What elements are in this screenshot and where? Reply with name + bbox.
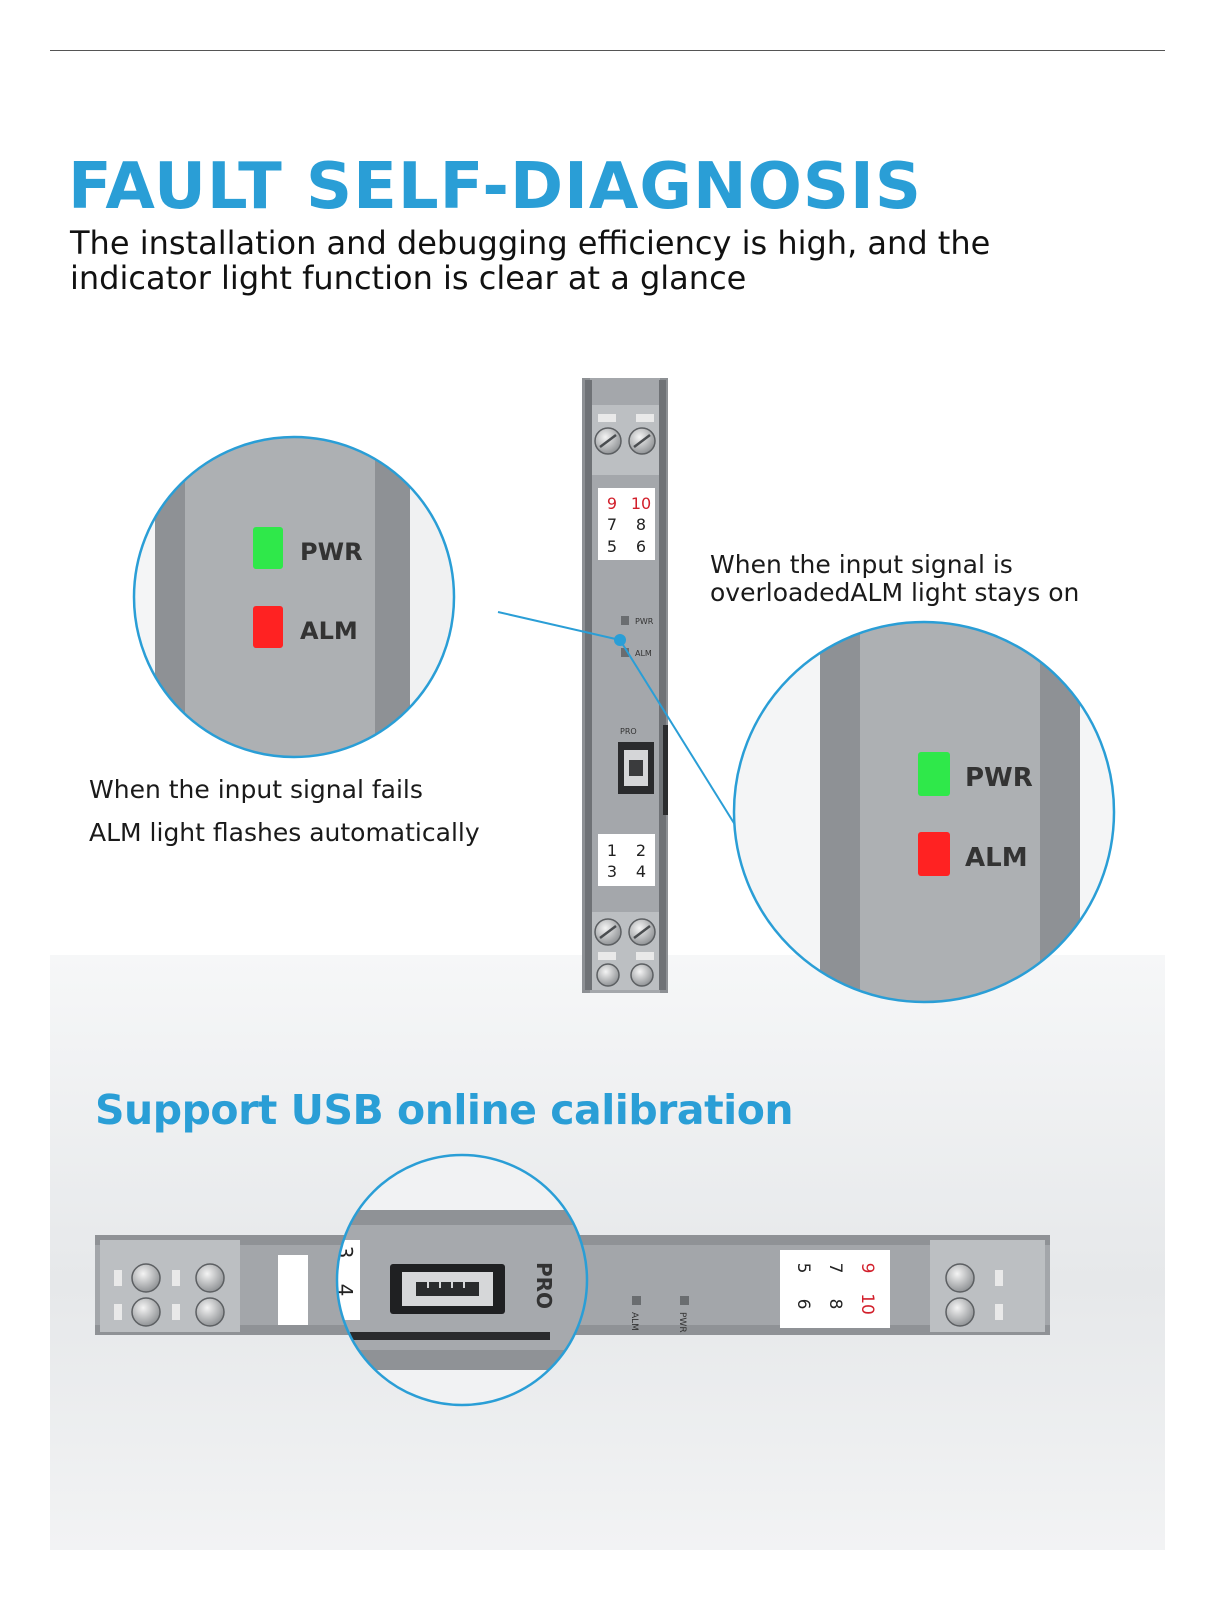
alm-led-zoom	[253, 606, 283, 648]
screw-icon	[131, 1297, 161, 1327]
terminal-number: 6	[793, 1299, 813, 1310]
terminal-number: 5	[793, 1263, 813, 1274]
alm-label: ALM	[635, 649, 652, 658]
callout-text: ALM light flashes automatically	[89, 818, 480, 847]
terminal-number: 8	[825, 1299, 845, 1310]
screw-icon	[195, 1297, 225, 1327]
terminal-number: 1	[607, 841, 617, 860]
callout-text: When the input signal fails	[89, 775, 423, 804]
callout-line	[619, 639, 743, 837]
terminal-number: 4	[333, 1284, 357, 1297]
terminal-label-top	[598, 488, 655, 560]
terminal-label-bottom	[598, 834, 655, 886]
alm-led	[632, 1296, 641, 1305]
pwr-label: PWR	[677, 1312, 687, 1333]
top-divider	[50, 50, 1165, 51]
page-subtitle: The installation and debugging efficienc…	[70, 224, 991, 297]
alm-label: ALM	[629, 1312, 639, 1331]
terminal-number: 3	[607, 862, 617, 881]
screw-icon	[131, 1263, 161, 1293]
terminal-number: 7	[825, 1263, 845, 1274]
screw-icon	[945, 1263, 975, 1293]
overload-callout: When the input signal is overloadedALM l…	[710, 551, 1079, 607]
terminal-number: 5	[607, 537, 617, 556]
terminal-number: 4	[636, 862, 646, 881]
port-label-zoom: PRO	[532, 1262, 556, 1309]
pwr-label: PWR	[635, 617, 654, 626]
terminal-number: 10	[857, 1293, 877, 1315]
pwr-led	[680, 1296, 689, 1305]
port-label: PRO	[620, 727, 637, 736]
screw-icon	[195, 1263, 225, 1293]
callout-text: overloadedALM light stays on	[710, 578, 1080, 607]
terminal-number: 10	[631, 494, 651, 513]
terminal-number: 2	[636, 841, 646, 860]
terminal-number: 8	[636, 515, 646, 534]
pwr-led-zoom	[253, 527, 283, 569]
pwr-label-zoom: PWR	[300, 538, 363, 566]
terminal-number: 7	[607, 515, 617, 534]
terminal-label-right	[780, 1250, 890, 1328]
zoom-circle-left: PWR ALM	[132, 435, 456, 759]
zoom-circle-right: PWR ALM	[732, 620, 1116, 1004]
callout-text: When the input signal is	[710, 550, 1013, 579]
alm-led	[621, 648, 629, 657]
alm-label-zoom: ALM	[300, 617, 358, 645]
pwr-label-zoom: PWR	[965, 763, 1033, 793]
usb-section-title: Support USB online calibration	[95, 1086, 794, 1134]
terminal-number: 9	[607, 494, 617, 513]
terminal-number: 6	[636, 537, 646, 556]
terminal-label-left	[278, 1255, 308, 1325]
fail-callout: When the input signal fails ALM light fl…	[89, 768, 480, 854]
pwr-led-zoom	[918, 752, 950, 796]
page-title: FAULT SELF-DIAGNOSIS	[68, 150, 922, 224]
screw-icon	[945, 1297, 975, 1327]
terminal-number: 9	[857, 1263, 877, 1274]
pwr-led	[621, 616, 629, 625]
alm-led-zoom	[918, 832, 950, 876]
alm-label-zoom: ALM	[965, 843, 1028, 873]
callout-dot	[614, 634, 626, 646]
zoom-circle-usb: 3 4 PRO	[333, 1153, 589, 1407]
din-rail-module: 9 10 7 8 5 6 PWR ALM PRO 1 2 3 4	[582, 378, 668, 993]
callout-line	[497, 611, 621, 641]
